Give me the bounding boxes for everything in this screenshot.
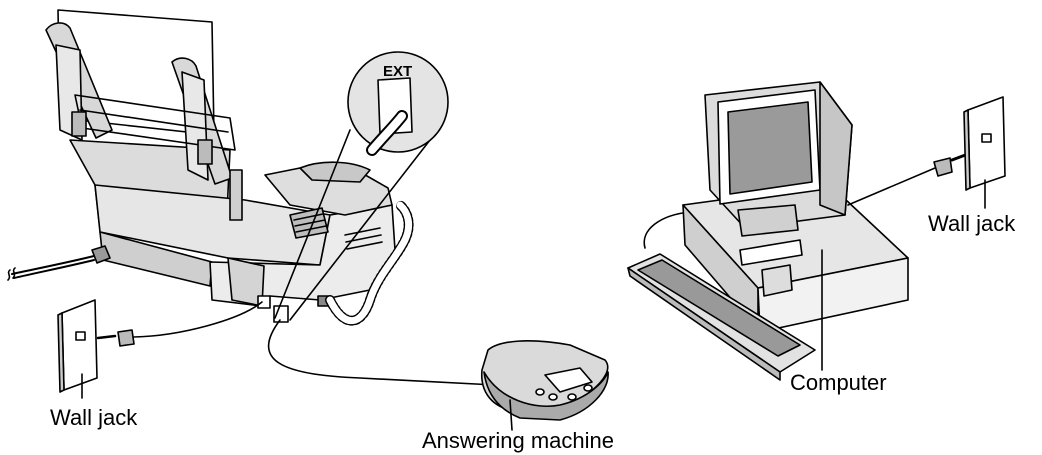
wall-jack-icon <box>964 97 1005 208</box>
computer-label: Computer <box>790 372 887 394</box>
desktop-computer-icon <box>628 82 968 380</box>
wall-jack-icon <box>58 300 97 398</box>
phone-plug-icon <box>98 302 262 346</box>
ext-port-label: EXT <box>383 63 412 80</box>
wall-jack-left-label: Wall jack <box>50 407 137 429</box>
answering-machine-label: Answering machine <box>422 430 614 452</box>
fax-machine-icon <box>8 10 409 322</box>
answering-machine-icon <box>269 320 609 430</box>
wall-jack-right-label: Wall jack <box>928 213 1015 235</box>
